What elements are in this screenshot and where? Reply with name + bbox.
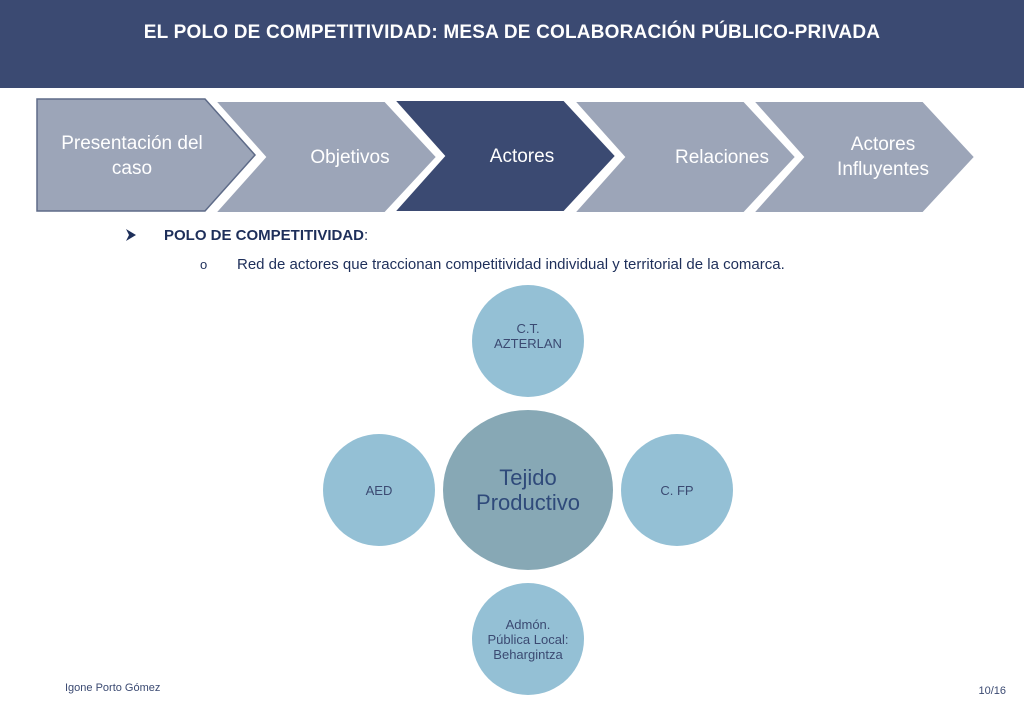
step-1-label: Presentación del caso [61,133,203,179]
center-label: Tejido Productivo [476,465,580,515]
step-4-label: Relaciones [675,146,769,168]
process-steps [36,98,977,214]
bullet-polo: POLO DE COMPETITIVIDAD: [164,227,368,244]
page-title: EL POLO DE COMPETITIVIDAD: MESA DE COLAB… [143,22,881,43]
step-5-shape[interactable] [750,100,977,214]
actor-right-label: C. FP [660,482,694,498]
actor-top-circle: C.T. AZTERLAN [472,285,584,397]
step-4-shape[interactable] [571,100,798,214]
actor-left-label: AED [365,482,393,498]
step-3-shape[interactable] [391,99,618,213]
circle-bullet-icon: o [200,257,208,272]
bullet-polo-suffix: : [364,227,369,244]
header-bar: EL POLO DE COMPETITIVIDAD: MESA DE COLAB… [0,0,1024,88]
step-5-label: Actores Influyentes [837,134,929,180]
actor-top-label: C.T. AZTERLAN [494,321,562,351]
author-footer: Igone Porto Gómez [65,682,161,694]
bullet-polo-title: POLO DE COMPETITIVIDAD [164,227,365,244]
page-number: 10/16 [978,685,1006,697]
bullet-red-actores: Red de actores que traccionan competitiv… [237,256,785,273]
center-circle: Tejido Productivo [443,410,613,570]
arrow-bullet-icon [126,229,136,241]
step-1-shape[interactable] [36,98,257,212]
actor-bottom-circle: Admón. Pública Local: Behargintza [472,583,584,695]
step-2-shape[interactable] [212,100,439,214]
step-2-label: Objetivos [310,146,390,168]
actor-right-circle: C. FP [621,434,733,546]
step-3-label: Actores [489,145,555,167]
actor-bottom-label: Admón. Pública Local: Behargintza [487,616,569,662]
actor-left-circle: AED [323,434,435,546]
